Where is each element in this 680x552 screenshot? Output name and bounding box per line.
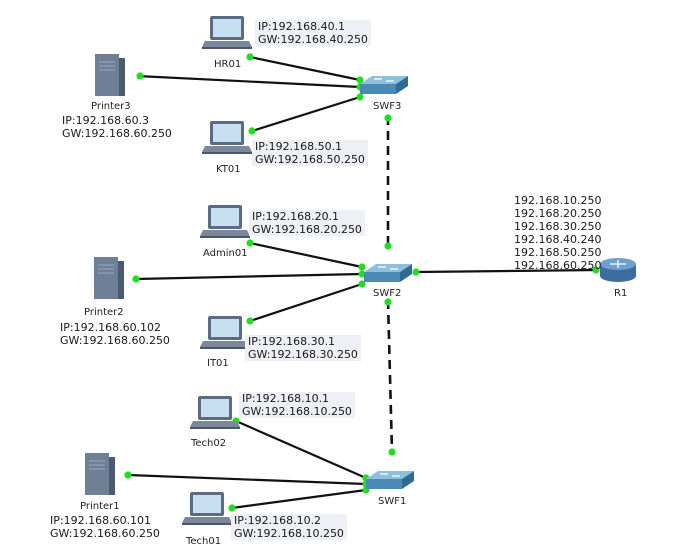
printer-icon[interactable] [84,452,116,496]
it01-ip: IP:192.168.30.1 [248,335,336,348]
printer3-ip: IP:192.168.60.3 [62,114,150,127]
r1-address-4: 192.168.40.240 [514,233,602,246]
r1-name: R1 [614,288,628,299]
printer2-address: IP:192.168.60.102 GW:192.168.60.250 [60,321,170,347]
link-printer1-swf1 [127,473,367,486]
r1-address-1: 192.168.10.250 [514,194,602,207]
printer1-ip: IP:192.168.60.101 [50,514,152,527]
it01-address: IP:192.168.30.1 GW:192.168.30.250 [245,335,361,361]
printer1-gw: GW:192.168.60.250 [50,527,160,540]
printer-icon[interactable] [93,256,125,300]
r1-addresses: 192.168.10.250 192.168.20.250 192.168.30… [514,194,601,272]
printer2-gw: GW:192.168.60.250 [60,334,170,347]
laptop-icon[interactable] [200,205,250,238]
kt01-gw: GW:192.168.50.250 [255,153,365,166]
kt01-name: KT01 [216,164,241,175]
switch-icon[interactable] [359,75,409,95]
link-printer3-swf3 [136,74,361,89]
kt01-ip: IP:192.168.50.1 [255,140,343,153]
link-swf2-r1 [415,268,599,274]
printer-icon[interactable] [94,53,126,97]
tech01-address: IP:192.168.10.2 GW:192.168.10.250 [231,514,347,540]
tech02-address: IP:192.168.10.1 GW:192.168.10.250 [239,392,355,418]
swf1-name: SWF1 [378,496,407,507]
printer3-address: IP:192.168.60.3 GW:192.168.60.250 [62,114,172,140]
swf2-name: SWF2 [373,288,402,299]
hr01-gw: GW:192.168.40.250 [258,33,368,46]
laptop-icon[interactable] [202,121,252,154]
tech01-ip: IP:192.168.10.2 [234,514,322,527]
swf3-name: SWF3 [373,101,402,112]
admin01-address: IP:192.168.20.1 GW:192.168.20.250 [249,210,365,236]
printer3-gw: GW:192.168.60.250 [62,127,172,140]
laptop-icon[interactable] [182,492,232,525]
link-hr01-swf3 [249,55,361,82]
printer1-name: Printer1 [80,501,120,512]
tech02-gw: GW:192.168.10.250 [242,405,352,418]
printer1-address: IP:192.168.60.101 GW:192.168.60.250 [50,514,160,540]
printer2-ip: IP:192.168.60.102 [60,321,162,334]
r1-address-5: 192.168.50.250 [514,246,602,259]
router-icon[interactable] [599,257,637,283]
laptop-icon[interactable] [200,316,250,349]
printer2-name: Printer2 [84,307,124,318]
link-admin01-swf2 [249,241,363,269]
laptop-icon[interactable] [190,396,240,429]
kt01-address: IP:192.168.50.1 GW:192.168.50.250 [252,140,368,166]
r1-address-3: 192.168.30.250 [514,220,602,233]
link-kt01-swf3 [251,95,361,133]
hr01-address: IP:192.168.40.1 GW:192.168.40.250 [255,20,371,46]
tech02-name: Tech02 [191,438,227,449]
printer3-name: Printer3 [91,101,131,112]
links [127,55,599,510]
link-printer2-swf2 [135,272,363,281]
link-it01-swf2 [249,282,363,323]
tech02-ip: IP:192.168.10.1 [242,392,330,405]
r1-address-2: 192.168.20.250 [514,207,602,220]
hr01-name: HR01 [214,59,242,70]
switch-icon[interactable] [365,470,415,490]
it01-name: IT01 [207,358,229,369]
tech01-name: Tech01 [186,536,222,547]
laptop-icon[interactable] [202,16,252,49]
r1-address-6: 192.168.60.250 [514,259,602,272]
link-tech02-swf1 [235,419,367,480]
tech01-gw: GW:192.168.10.250 [234,527,344,540]
admin01-gw: GW:192.168.20.250 [252,223,362,236]
admin01-ip: IP:192.168.20.1 [252,210,340,223]
hr01-ip: IP:192.168.40.1 [258,20,346,33]
link-tech01-swf1 [231,488,367,510]
it01-gw: GW:192.168.30.250 [248,348,358,361]
admin01-name: Admin01 [203,248,248,259]
switch-icon[interactable] [363,263,413,283]
link-swf2-swf1 [386,299,394,453]
